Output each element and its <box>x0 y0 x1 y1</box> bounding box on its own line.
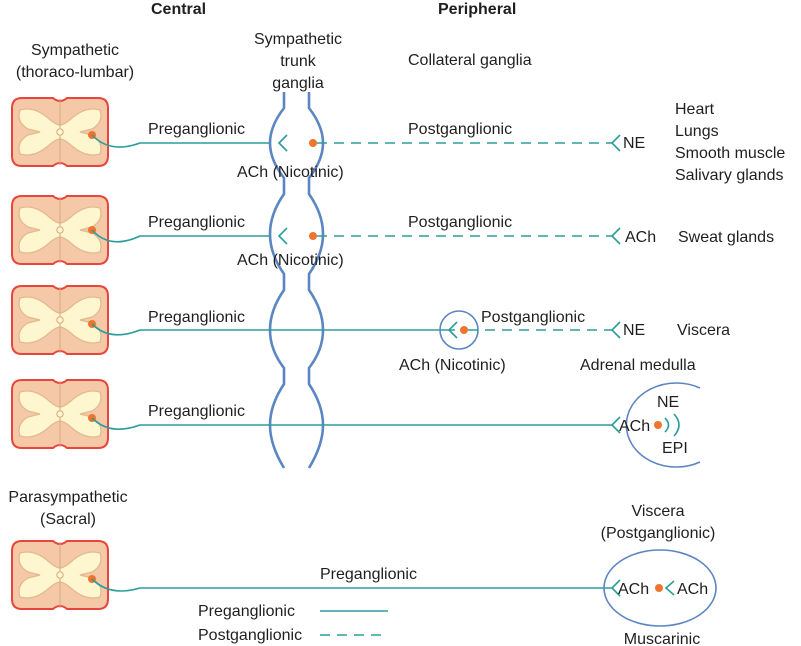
ganglion-cell-dot <box>309 232 317 240</box>
legend-postganglionic-label: Postganglionic <box>198 627 302 644</box>
synapse-label: ACh (Nicotinic) <box>237 252 344 269</box>
sympathetic-trunk-left <box>268 92 286 469</box>
effector-terminal <box>610 321 621 339</box>
preganglionic-label: Preganglionic <box>148 403 245 420</box>
transmitter-label: NE <box>623 135 645 152</box>
transmitter-label: NE <box>623 322 645 339</box>
preganglionic-label: Preganglionic <box>148 214 245 231</box>
inner-transmitter-label: ACh <box>619 418 650 435</box>
target-sweat-glands: Sweat glands <box>678 229 774 246</box>
sympathetic-label: Sympathetic <box>31 42 119 59</box>
postganglionic-label: Postganglionic <box>408 214 512 231</box>
preganglionic-label: Preganglionic <box>320 566 417 583</box>
spinal-cord-section <box>11 540 109 610</box>
synapse-terminal <box>277 134 288 152</box>
synapse-terminal <box>447 321 458 339</box>
parasympathetic-label: Parasympathetic <box>8 489 127 506</box>
preganglionic-label: Preganglionic <box>148 309 245 326</box>
preganglionic-fiber <box>91 578 612 592</box>
inner-transmitter-right: ACh <box>677 581 708 598</box>
postganglionic-label: Postganglionic <box>408 121 512 138</box>
transmitter-label: ACh <box>625 229 656 246</box>
release-mark-inner <box>664 417 670 433</box>
preganglionic-label: Preganglionic <box>148 121 245 138</box>
synapse-label: ACh (Nicotinic) <box>237 164 344 181</box>
postganglionic-label: Postganglionic <box>481 309 585 326</box>
trunk-label-line3: ganglia <box>272 75 324 92</box>
effector-terminal <box>610 227 621 245</box>
header-central: Central <box>151 1 206 18</box>
synapse-terminal <box>610 579 621 597</box>
sympathetic-trunk-right <box>307 92 325 469</box>
preganglionic-fiber <box>91 134 270 148</box>
effector-terminal <box>610 134 621 152</box>
release-mark-outer <box>673 413 680 437</box>
collateral-ganglia-label: Collateral ganglia <box>408 52 532 69</box>
preganglionic-fiber <box>91 323 455 336</box>
legend-preganglionic-label: Preganglionic <box>198 603 295 620</box>
output-epi-label: EPI <box>662 440 688 457</box>
trunk-label-line1: Sympathetic <box>254 31 342 48</box>
output-ne-label: NE <box>657 394 679 411</box>
visceral-ganglion-outline <box>603 549 717 627</box>
inner-transmitter-left: ACh <box>618 581 649 598</box>
ganglion-cell-dot <box>655 584 663 592</box>
viscera-label: Viscera <box>631 503 684 520</box>
chromaffin-cell-dot <box>654 421 662 429</box>
target-salivary-glands: Salivary glands <box>675 167 784 184</box>
target-viscera: Viscera <box>677 322 730 339</box>
muscarinic-label: Muscarinic <box>624 631 700 646</box>
header-peripheral: Peripheral <box>438 1 516 18</box>
parasympathetic-sublabel: (Sacral) <box>40 511 96 528</box>
target-smooth-muscle: Smooth muscle <box>675 145 785 162</box>
viscera-sublabel: (Postganglionic) <box>601 525 716 542</box>
adrenal-medulla-label: Adrenal medulla <box>580 357 696 374</box>
ganglion-cell-dot <box>460 326 468 334</box>
trunk-label-line2: trunk <box>280 53 317 70</box>
spinal-cord-section <box>11 285 109 355</box>
target-lungs: Lungs <box>675 123 719 140</box>
target-heart: Heart <box>675 101 715 118</box>
synapse-terminal <box>610 416 621 434</box>
ganglion-cell-dot <box>309 139 317 147</box>
spinal-cord-section <box>11 379 109 449</box>
adrenal-medulla-outline <box>625 382 701 468</box>
preganglionic-fiber <box>91 229 270 243</box>
synapse-label: ACh (Nicotinic) <box>399 357 506 374</box>
synapse-terminal <box>277 227 288 245</box>
sympathetic-sublabel: (thoraco-lumbar) <box>16 64 134 81</box>
preganglionic-fiber <box>91 417 612 430</box>
effector-terminal <box>664 580 675 596</box>
